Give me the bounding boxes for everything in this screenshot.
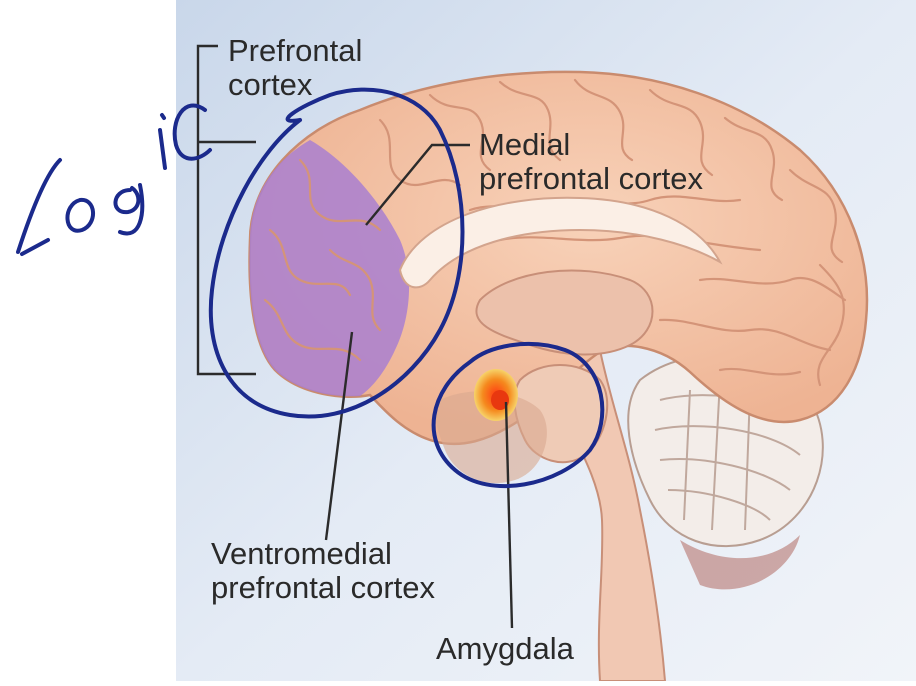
label-medial-line2: prefrontal cortex bbox=[479, 162, 703, 196]
label-ventromedial-line2: prefrontal cortex bbox=[211, 571, 435, 605]
label-prefrontal-line2: cortex bbox=[228, 68, 362, 102]
label-ventromedial-line1: Ventromedial bbox=[211, 537, 435, 571]
label-medial-line1: Medial bbox=[479, 128, 703, 162]
label-prefrontal-cortex: Prefrontal cortex bbox=[228, 34, 362, 102]
label-amygdala: Amygdala bbox=[436, 632, 574, 666]
label-medial-prefrontal-cortex: Medial prefrontal cortex bbox=[479, 128, 703, 196]
label-prefrontal-line1: Prefrontal bbox=[228, 34, 362, 68]
label-amygdala-line1: Amygdala bbox=[436, 632, 574, 666]
label-ventromedial-prefrontal-cortex: Ventromedial prefrontal cortex bbox=[211, 537, 435, 605]
